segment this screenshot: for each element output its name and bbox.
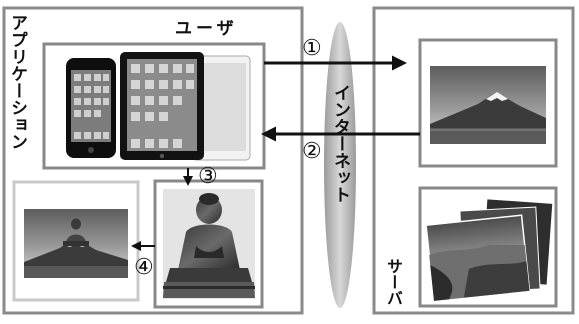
buddha-over-fuji-photo-icon (24, 209, 128, 278)
great-buddha-photo-icon (163, 189, 255, 299)
buddha-photo-panel (153, 179, 264, 309)
user-label: ユーザ (175, 19, 238, 39)
application-label: アプリケーション (7, 14, 27, 150)
devices-photo-icon (66, 52, 251, 161)
devices-panel (42, 42, 266, 170)
step-2-label: ② (302, 139, 322, 164)
step-3-label: ③ (198, 164, 218, 189)
step-4-label: ④ (134, 255, 154, 280)
composite-photo-panel (12, 180, 140, 302)
internet-label: インターネット (330, 84, 350, 203)
step-1-label: ① (302, 36, 322, 61)
coastline-photo-stack-icon (425, 198, 554, 302)
server-frame (372, 6, 575, 315)
application-frame (2, 6, 304, 315)
internet-cloud (324, 22, 356, 308)
server-photo-panel (418, 38, 558, 168)
server-stack-panel (418, 186, 558, 308)
mount-fuji-photo-icon (430, 66, 546, 144)
server-label: サーバ (384, 258, 403, 306)
